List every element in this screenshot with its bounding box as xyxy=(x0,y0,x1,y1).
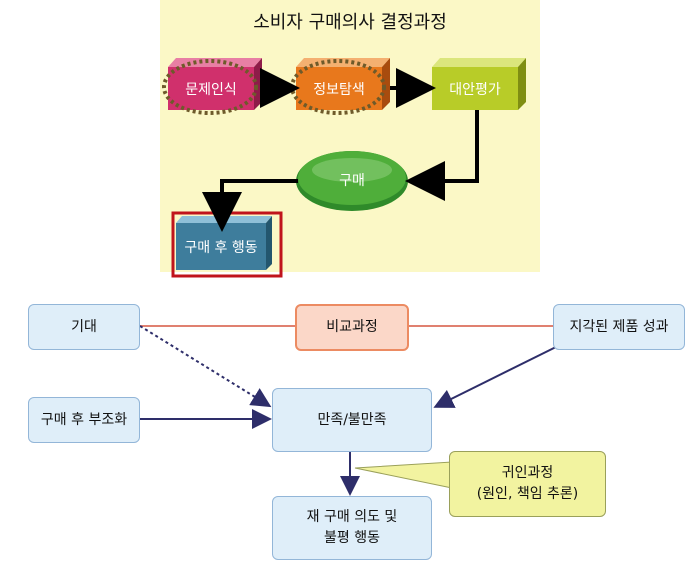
callout-pointer xyxy=(354,461,453,489)
box-comparison-process: 비교과정 xyxy=(295,304,409,351)
arrow-purchase-to-post xyxy=(202,179,298,232)
arrow-perceived-to-satisfaction xyxy=(433,344,561,408)
box-attribution-process: 귀인과정 (원인, 책임 추론) xyxy=(449,451,606,517)
ellipse-purchase xyxy=(296,151,408,211)
label-post-purchase-behavior: 구매 후 행동 xyxy=(184,239,258,256)
arrow-expectation-to-satisfaction xyxy=(139,325,272,408)
label-alternative-evaluation: 대안평가 xyxy=(449,81,501,98)
cube-alternative-evaluation xyxy=(432,58,526,110)
box-repurchase-intention: 재 구매 의도 및 불평 행동 xyxy=(272,496,432,560)
top-diagram-title: 소비자 구매의사 결정과정 xyxy=(253,12,447,33)
dotted-highlight-ellipse xyxy=(162,59,258,115)
repurchase-line-1: 재 구매 의도 및 xyxy=(306,509,398,525)
label-purchase: 구매 xyxy=(339,173,365,189)
repurchase-line-2: 불평 행동 xyxy=(324,530,380,546)
box-post-purchase-dissonance: 구매 후 부조화 xyxy=(28,397,140,443)
label-information-search: 정보탐색 xyxy=(313,81,365,98)
box-perceived-performance: 지각된 제품 성과 xyxy=(553,304,685,350)
attribution-title: 귀인과정 xyxy=(501,465,554,481)
box-satisfaction: 만족/불만족 xyxy=(272,388,432,452)
label-problem-recognition: 문제인식 xyxy=(185,81,237,98)
box-expectation: 기대 xyxy=(28,304,140,350)
attribution-subtitle: (원인, 책임 추론) xyxy=(476,486,579,502)
arrow-evaluation-to-purchase xyxy=(405,110,479,201)
